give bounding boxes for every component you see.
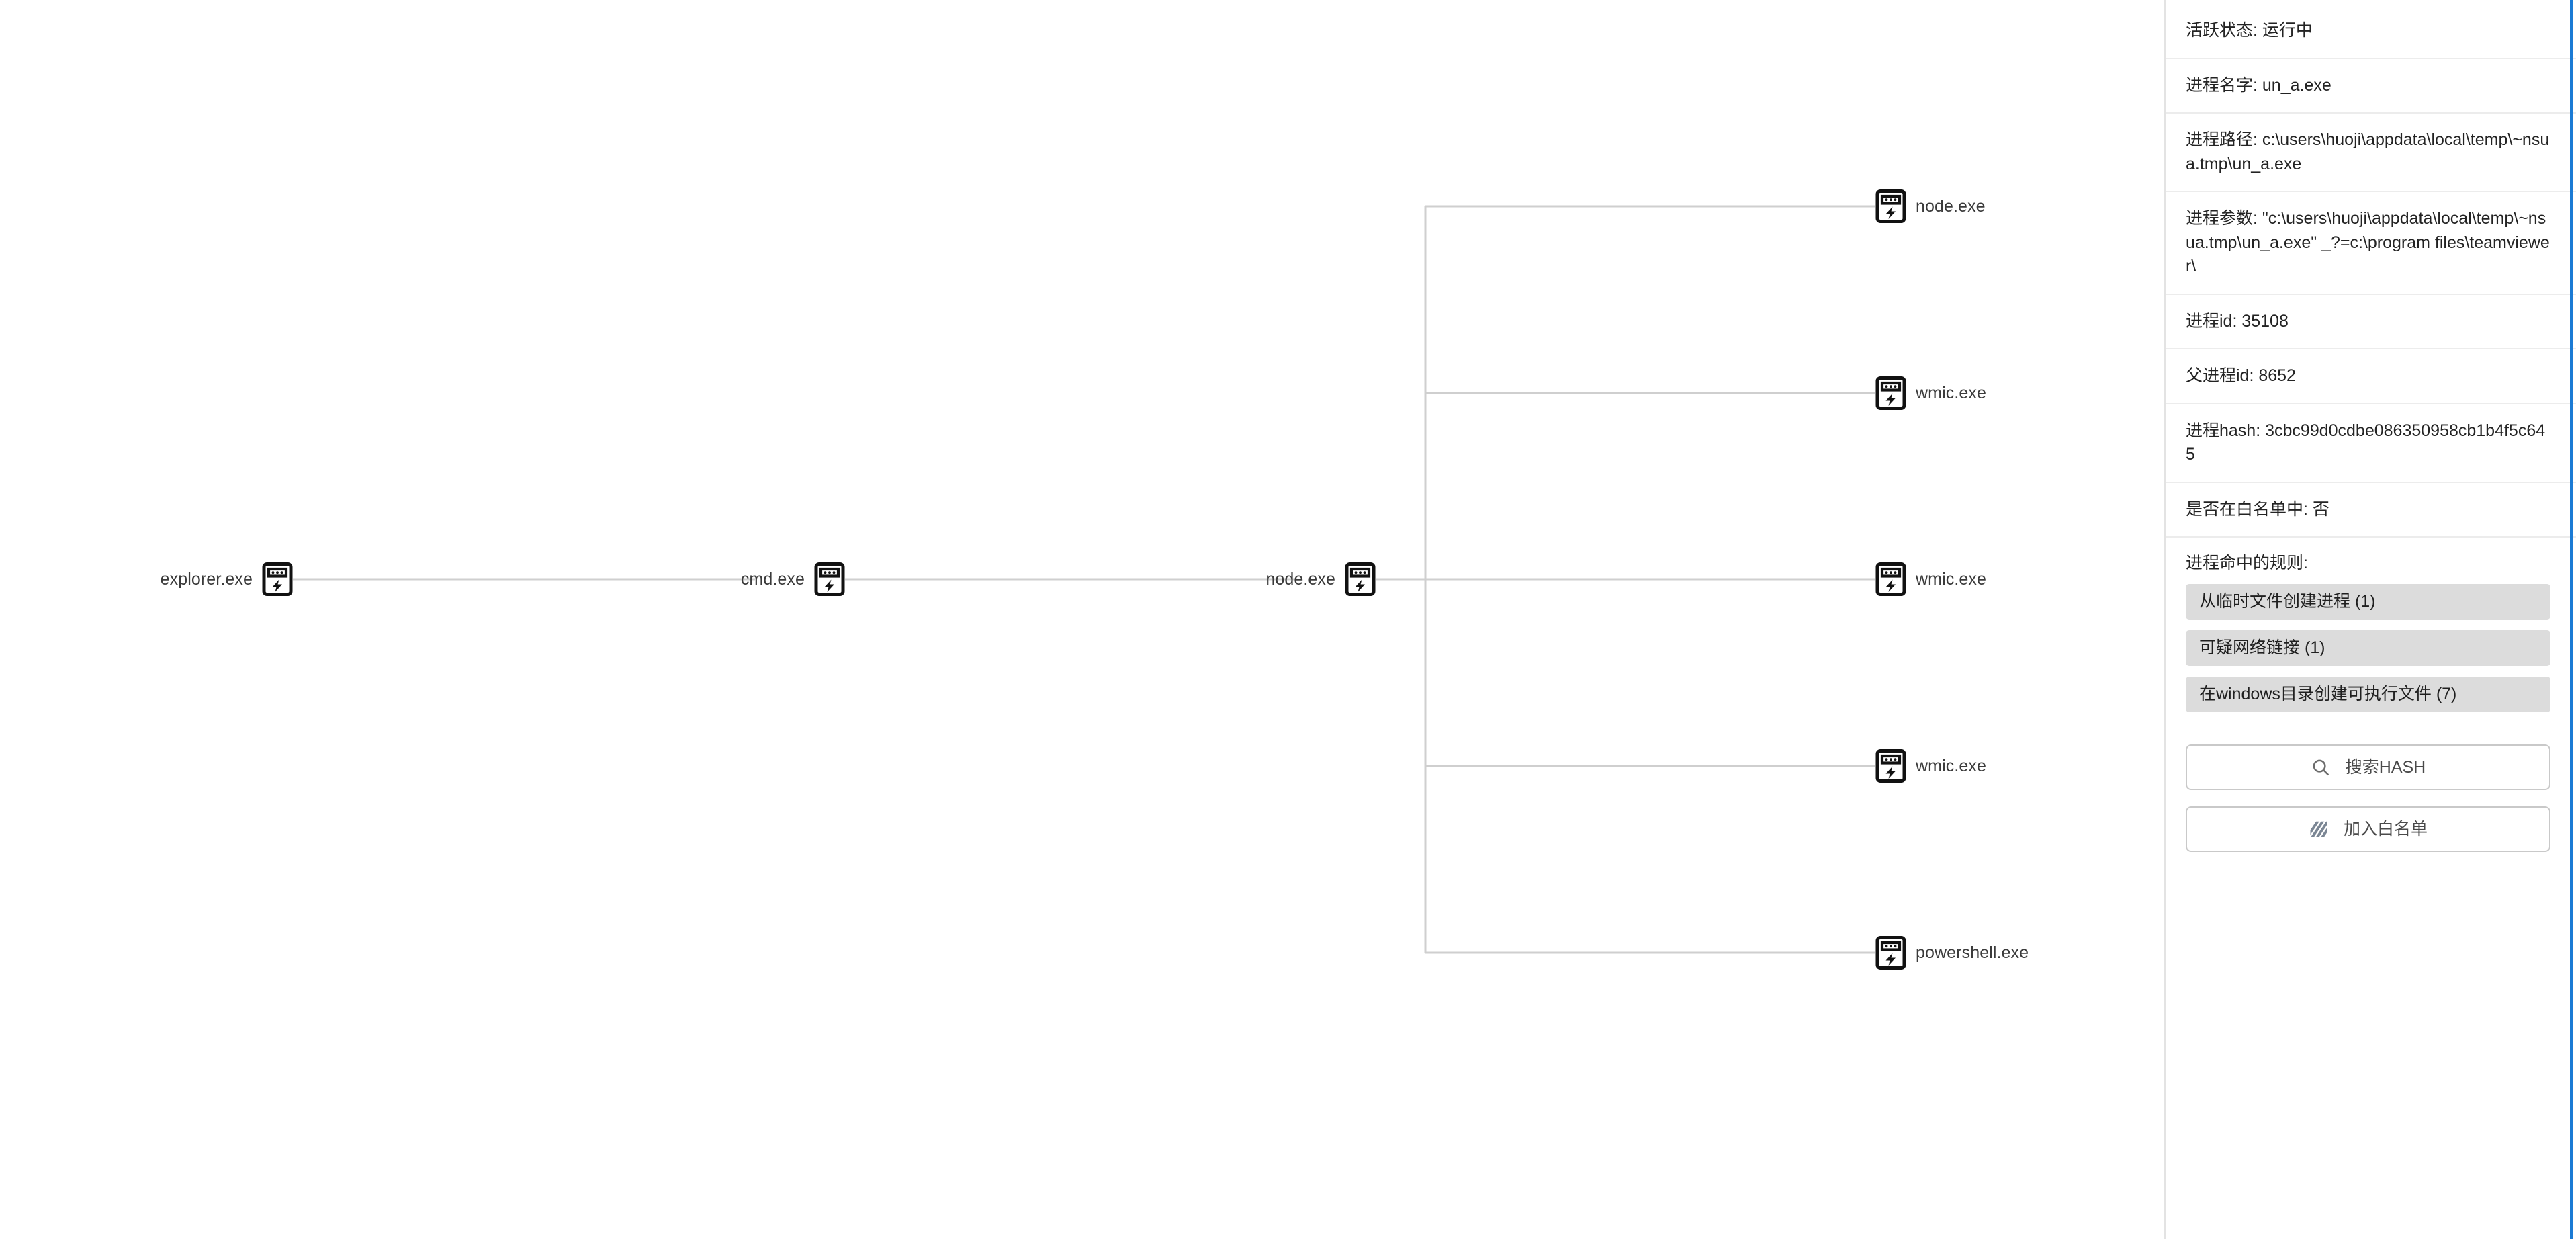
process-node-child-wmic-2[interactable]: wmic.exe [1875,559,1986,599]
process-node-child-wmic-3[interactable]: wmic.exe [1875,746,1986,786]
matched-rules-section: 进程命中的规则: 从临时文件创建进程 (1) 可疑网络链接 (1) 在windows… [2166,538,2576,728]
process-node-explorer[interactable]: explorer.exe [60,559,293,599]
search-hash-button[interactable]: 搜索HASH [2186,744,2550,791]
process-node-label: wmic.exe [1916,569,1986,589]
process-window-bolt-icon [262,562,293,596]
detail-row-process-name: 进程名字: un_a.exe [2166,59,2576,114]
process-node-child-wmic-1[interactable]: wmic.exe [1875,373,1986,413]
process-node-label: wmic.exe [1916,756,1986,775]
detail-row-parent-process-id: 父进程id: 8652 [2166,349,2576,404]
process-node-child-node[interactable]: node.exe [1875,186,1986,226]
process-window-bolt-icon [1345,562,1376,596]
process-window-bolt-icon [1875,189,1906,223]
process-node-label: node.exe [1265,569,1335,589]
process-node-label: wmic.exe [1916,383,1986,402]
process-window-bolt-icon [814,562,845,596]
matched-rules-list: 从临时文件创建进程 (1) 可疑网络链接 (1) 在windows目录创建可执行文件… [2186,583,2556,713]
process-node-child-powershell[interactable]: powershell.exe [1875,933,2029,973]
add-whitelist-label: 加入白名单 [2343,819,2428,839]
process-tree-canvas[interactable]: explorer.exe cmd.exe node.exe node.exe wmic.… [0,0,2164,1239]
detail-row-process-hash: 进程hash: 3cbc99d0cdbe086350958cb1b4f5c645 [2166,404,2576,483]
search-icon [2311,757,2331,777]
matched-rule-tag[interactable]: 可疑网络链接 (1) [2186,630,2550,666]
matched-rules-title: 进程命中的规则: [2186,554,2308,572]
process-node-cmd[interactable]: cmd.exe [613,559,845,599]
detail-row-process-path: 进程路径: c:\users\huoji\appdata\local\temp\… [2166,114,2576,192]
hatch-pattern-icon [2309,819,2329,839]
process-window-bolt-icon [1875,562,1906,596]
process-tree-edges [293,205,1875,954]
detail-row-process-id: 进程id: 35108 [2166,295,2576,349]
process-window-bolt-icon [1875,936,1906,970]
process-node-label: powershell.exe [1916,943,2029,962]
detail-row-process-args: 进程参数: "c:\users\huoji\appdata\local\temp… [2166,192,2576,295]
add-whitelist-button[interactable]: 加入白名单 [2186,806,2550,853]
matched-rule-tag[interactable]: 在windows目录创建可执行文件 (7) [2186,677,2550,713]
process-node-label: node.exe [1916,196,1986,216]
process-window-bolt-icon [1875,749,1906,783]
matched-rule-tag[interactable]: 从临时文件创建进程 (1) [2186,583,2550,620]
process-node-label: cmd.exe [740,569,805,589]
detail-row-active-status: 活跃状态: 运行中 [2166,0,2576,59]
process-window-bolt-icon [1875,376,1906,410]
process-node-node[interactable]: node.exe [1143,559,1376,599]
search-hash-label: 搜索HASH [2345,757,2426,777]
detail-row-in-whitelist: 是否在白名单中: 否 [2166,483,2576,538]
panel-action-buttons: 搜索HASH 加入白 [2166,728,2576,853]
process-node-label: explorer.exe [160,569,253,589]
